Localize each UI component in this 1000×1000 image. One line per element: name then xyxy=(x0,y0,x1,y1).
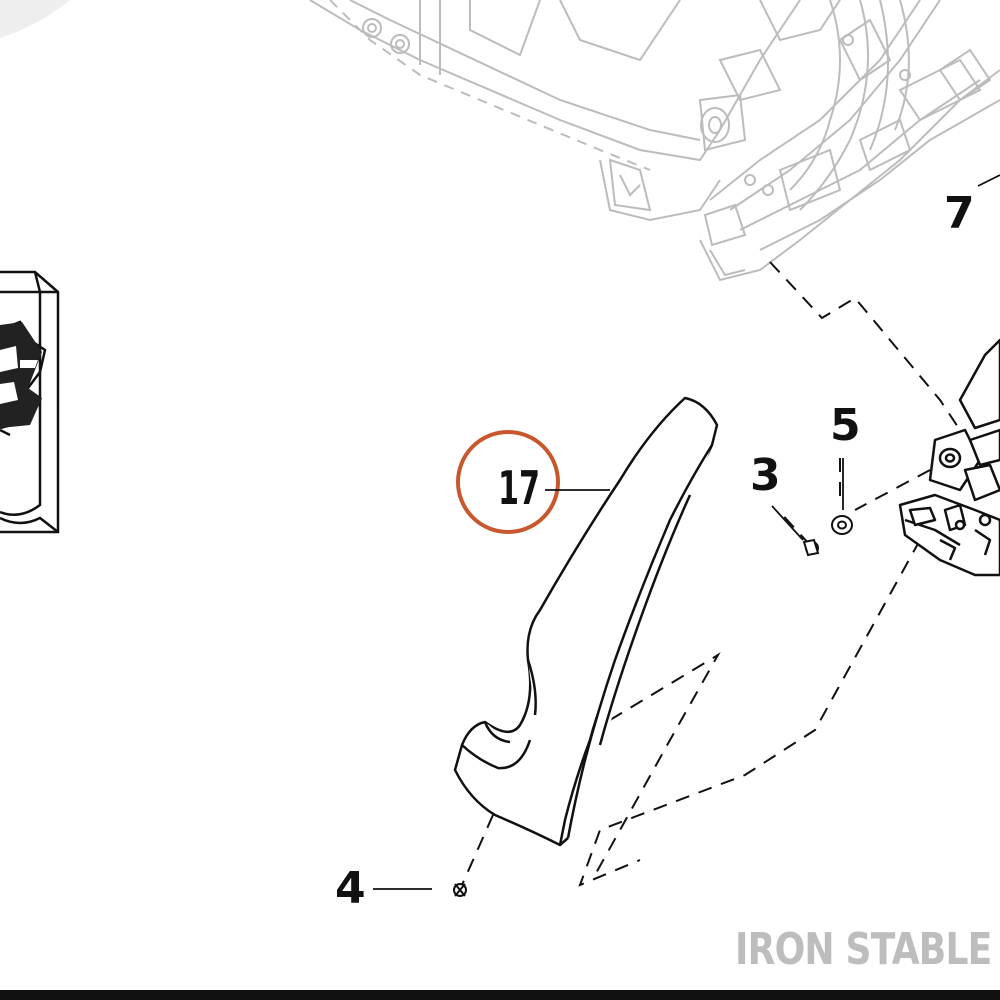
assembly-dashed-lines xyxy=(461,261,961,887)
callout-3: 3 xyxy=(750,450,781,501)
corner-circle-fragment xyxy=(0,0,70,38)
bottom-border xyxy=(0,990,1000,1000)
box-logo xyxy=(0,322,42,428)
part-4-screw xyxy=(453,883,467,897)
callout-4: 4 xyxy=(335,863,366,914)
highlight-circle-17 xyxy=(456,430,560,534)
leader-lines xyxy=(373,174,1000,890)
part-5-washer xyxy=(831,515,853,535)
part-3-bolt xyxy=(802,538,820,557)
watermark-text: IRON STABLE xyxy=(735,924,992,975)
callout-17: 17 xyxy=(498,461,540,515)
callout-5: 5 xyxy=(830,400,861,451)
faded-frame-assembly xyxy=(309,0,1000,282)
part-17-cover-panel xyxy=(453,396,719,847)
mount-bracket-assembly xyxy=(898,338,1000,577)
callout-7: 7 xyxy=(944,188,975,239)
